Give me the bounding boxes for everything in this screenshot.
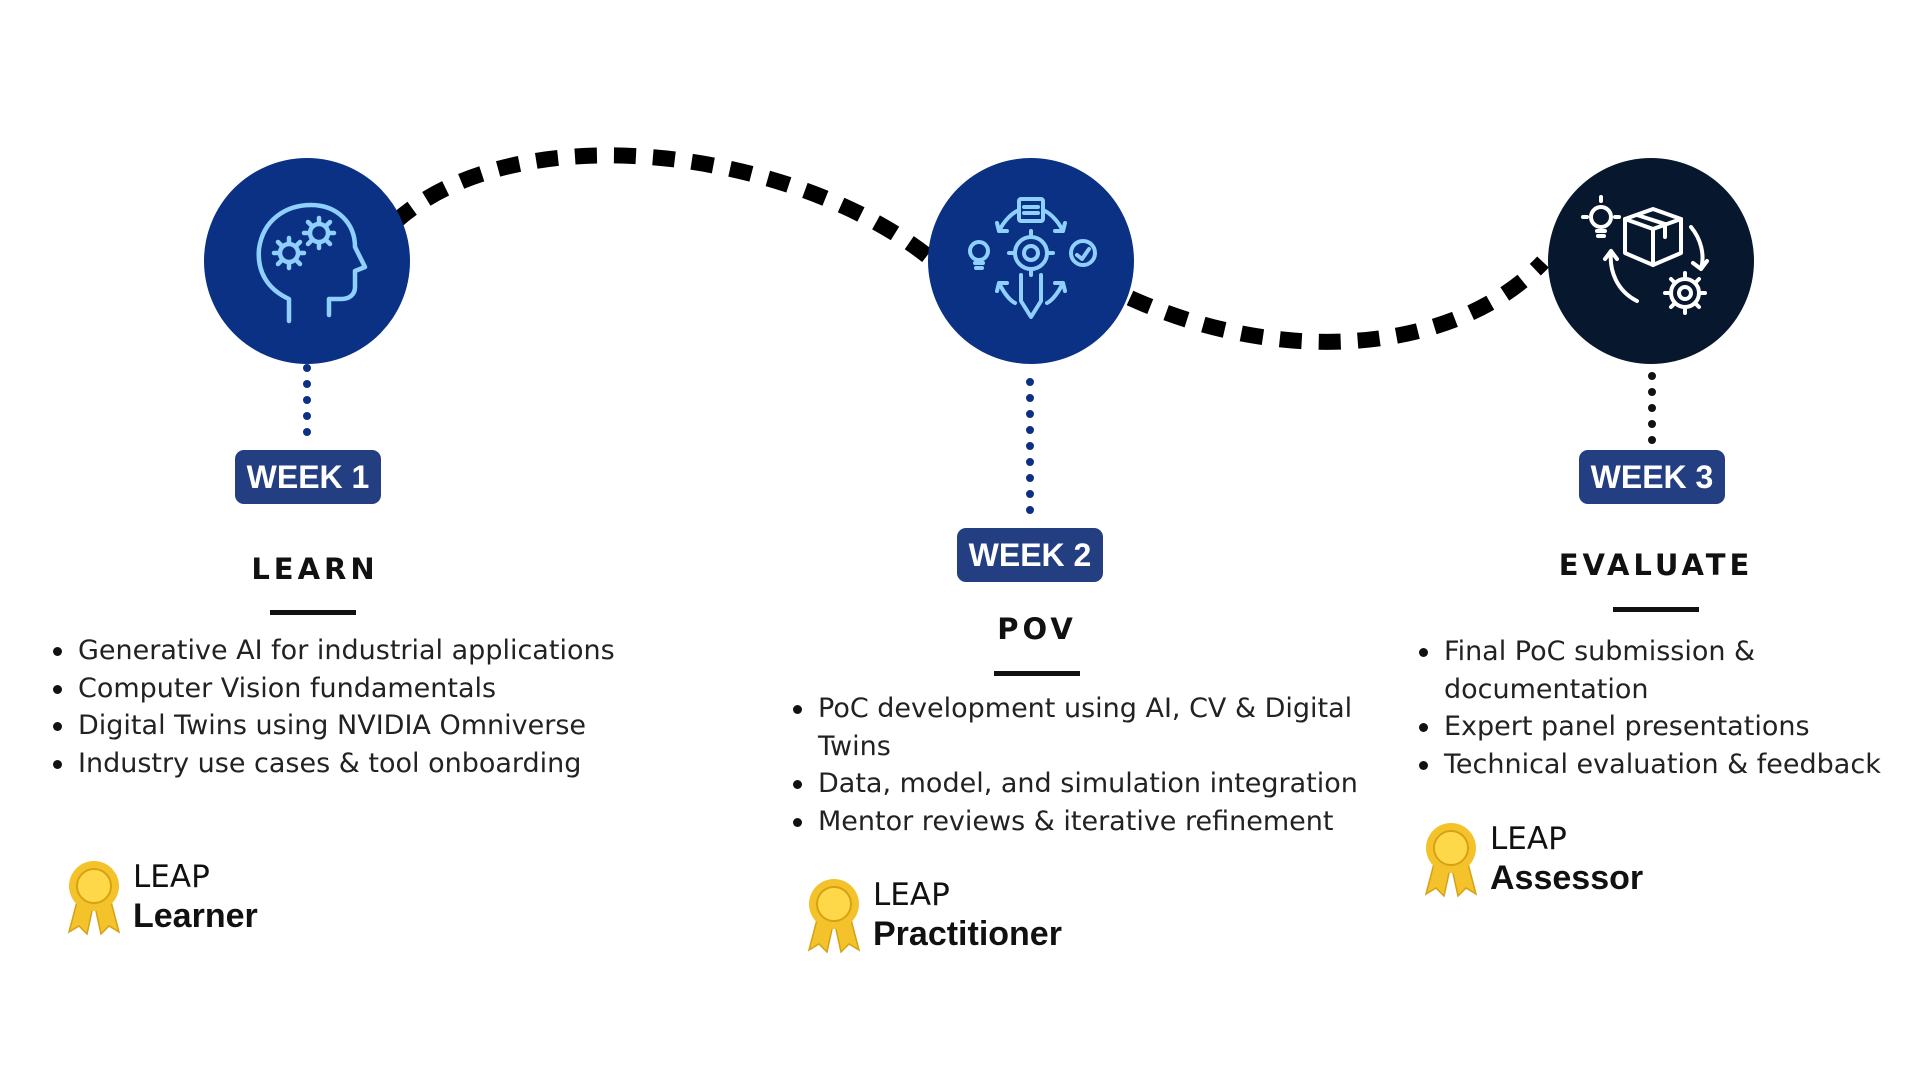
title-underline-3 [1613, 607, 1699, 612]
list-item: Industry use cases & tool onboarding [53, 745, 658, 783]
phase-title-learn: LEARN [251, 552, 379, 586]
badge-line2: Practitioner [873, 915, 1062, 953]
list-item: Technical evaluation & feedback [1419, 746, 1920, 784]
week-label-2: WEEK 2 [957, 528, 1103, 582]
list-item: Expert panel presentations [1419, 708, 1920, 746]
wavy-connector-1-2 [389, 147, 941, 269]
badge-practitioner: LEAP Practitioner [805, 876, 1062, 954]
list-item: Digital Twins using NVIDIA Omniverse [53, 707, 658, 745]
badge-learner: LEAP Learner [65, 858, 258, 936]
stage-1-circle [204, 158, 410, 364]
stage-3-circle [1548, 158, 1754, 364]
badge-line2: Learner [133, 897, 258, 935]
product-cycle-icon [1581, 195, 1709, 315]
list-item: Mentor reviews & iterative refinement [793, 803, 1398, 841]
badge-line1: LEAP [133, 859, 210, 895]
list-item: Computer Vision fundamentals [53, 670, 658, 708]
phase-title-pov: POV [997, 612, 1077, 646]
list-item: Final PoC submission & documentation [1419, 633, 1920, 708]
list-item: Generative AI for industrial application… [53, 632, 658, 670]
title-underline-2 [994, 671, 1080, 676]
phase-title-evaluate: EVALUATE [1558, 548, 1754, 582]
badge-line2: Assessor [1490, 859, 1644, 897]
stage-1-list: Generative AI for industrial application… [48, 632, 658, 782]
list-item: Data, model, and simulation integration [793, 765, 1398, 803]
week-label-1: WEEK 1 [235, 450, 381, 504]
badge-line1: LEAP [873, 877, 950, 913]
stage-2-list: PoC development using AI, CV & Digital T… [788, 690, 1398, 840]
innovation-process-icon [968, 197, 1097, 319]
brain-gears-icon [256, 202, 368, 324]
award-ribbon-icon [1424, 823, 1478, 898]
week-label-3: WEEK 3 [1579, 450, 1725, 504]
award-ribbon-icon [67, 861, 121, 936]
badge-line1: LEAP [1490, 821, 1567, 857]
stage-2-circle [928, 158, 1134, 364]
title-underline-1 [270, 610, 356, 615]
wavy-connector-2-3 [1126, 256, 1549, 350]
badge-assessor: LEAP Assessor [1422, 820, 1643, 898]
award-ribbon-icon [807, 879, 861, 954]
stage-3-list: Final PoC submission & documentation Exp… [1414, 633, 1920, 783]
list-item: PoC development using AI, CV & Digital T… [793, 690, 1398, 765]
